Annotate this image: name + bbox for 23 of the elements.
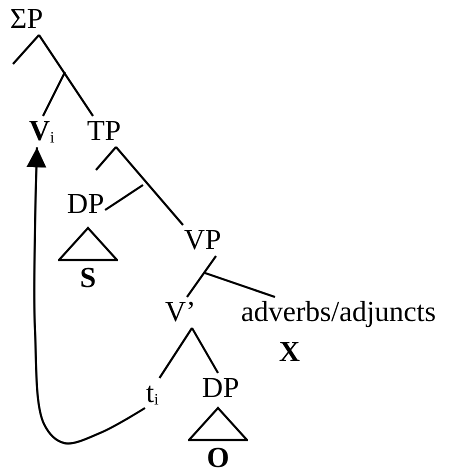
tree-branch [42, 72, 66, 116]
tree-label: V$_{i}$ [28, 116, 56, 148]
tree-label: V’ [164, 297, 197, 328]
tree-label: X [278, 338, 300, 367]
tree-branch [191, 327, 219, 374]
tree-branch [204, 272, 276, 298]
tree-branch [104, 184, 144, 211]
tree-label: DP [66, 189, 106, 220]
movement-arrow [26, 147, 146, 444]
tree-label: TP [86, 116, 122, 147]
tree-label: adverbs/adjuncts [241, 298, 436, 327]
tree-label: O [206, 444, 230, 473]
tree-label: VP [183, 225, 222, 256]
tree-label: ΣP [9, 4, 44, 35]
tree-branch [115, 146, 184, 226]
tree-branch [12, 34, 40, 65]
tree-branch [38, 34, 94, 117]
tree-label: DP [201, 373, 240, 404]
tree-branch [186, 255, 217, 298]
tree-branch [95, 146, 117, 171]
tree-label: S [78, 264, 98, 293]
tree-label: t$_{i}$ [145, 378, 160, 410]
tree-branch [158, 327, 193, 379]
